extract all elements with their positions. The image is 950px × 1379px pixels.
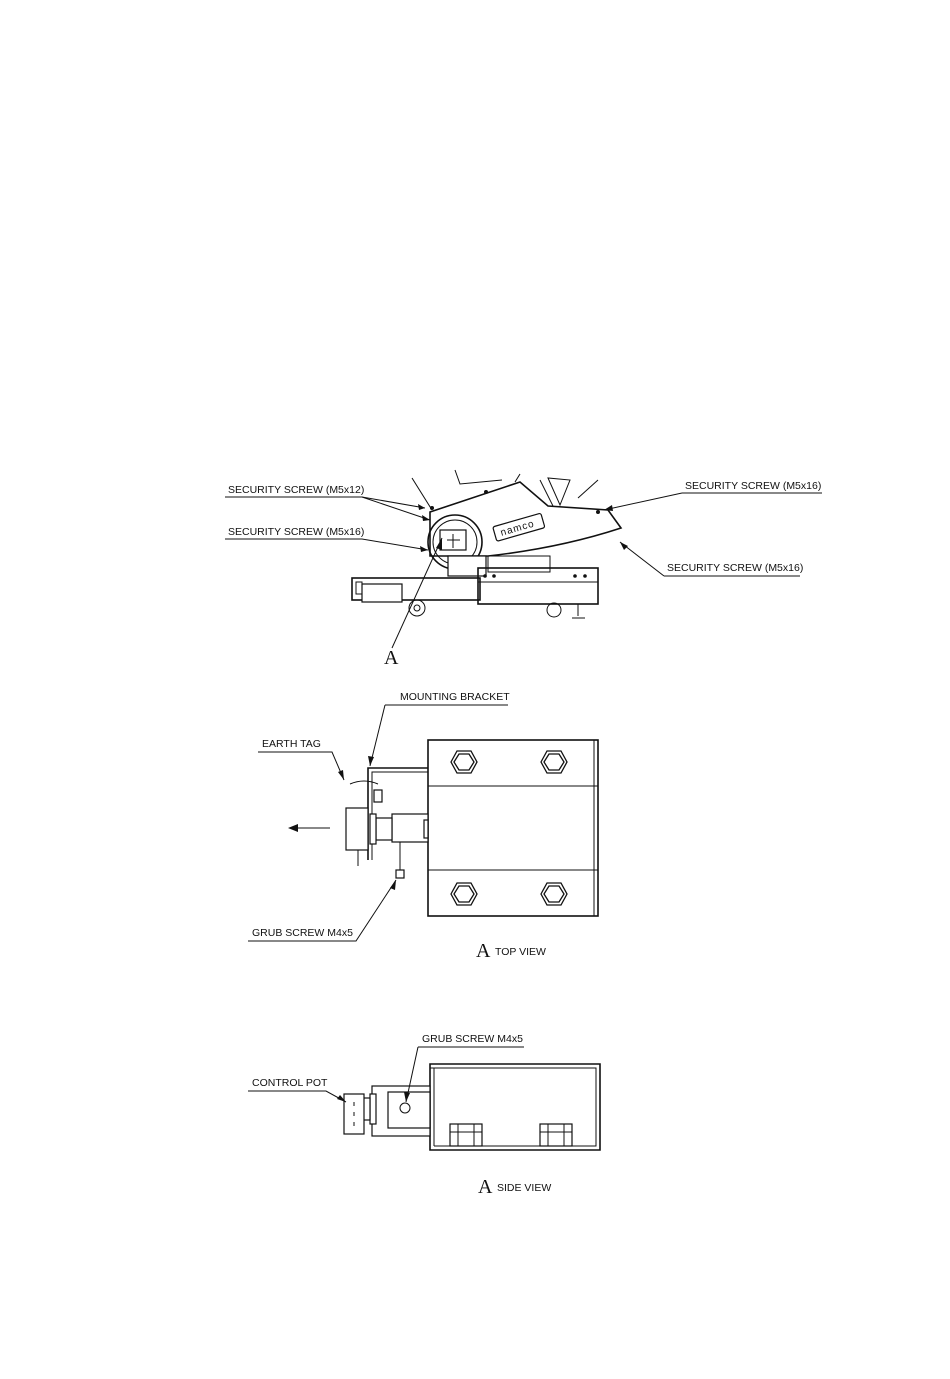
side-view-drawing [344,1064,600,1150]
security-screw-label-m5x16-bottom-right: SECURITY SCREW (M5x16) [667,562,803,574]
control-pot-callout: CONTROL POT [248,1077,346,1102]
top-view-caption: A TOP VIEW [476,940,546,962]
top-view-label: TOP VIEW [495,946,546,958]
security-screw-label-m5x16-top-right: SECURITY SCREW (M5x16) [685,480,821,492]
earth-tag-callout: EARTH TAG [258,738,344,780]
control-pot-label: CONTROL POT [252,1077,328,1089]
security-screw-callout-4: SECURITY SCREW (M5x16) [620,542,803,576]
security-screw-callout-3: SECURITY SCREW (M5x16) [604,480,822,511]
top-view-letter: A [476,940,491,962]
security-screw-label-m5x12: SECURITY SCREW (M5x12) [228,484,364,496]
mounting-bracket-callout: MOUNTING BRACKET [368,691,510,766]
callout-letter-a: A [384,647,399,669]
mounting-bracket-label: MOUNTING BRACKET [400,691,510,703]
side-view-letter: A [478,1176,493,1198]
earth-tag-label: EARTH TAG [262,738,321,750]
security-screw-callout-1: SECURITY SCREW (M5x12) [225,484,430,521]
side-view-label: SIDE VIEW [497,1182,551,1194]
grub-screw-label-side: GRUB SCREW M4x5 [422,1033,523,1045]
grub-screw-callout-top: GRUB SCREW M4x5 [248,880,396,941]
security-screw-callout-2: SECURITY SCREW (M5x16) [225,526,428,552]
security-screw-label-m5x16-left: SECURITY SCREW (M5x16) [228,526,364,538]
side-view-caption: A SIDE VIEW [478,1176,551,1198]
top-view-drawing [288,740,598,916]
callout-a: A [384,538,442,669]
grub-screw-label-top: GRUB SCREW M4x5 [252,927,353,939]
